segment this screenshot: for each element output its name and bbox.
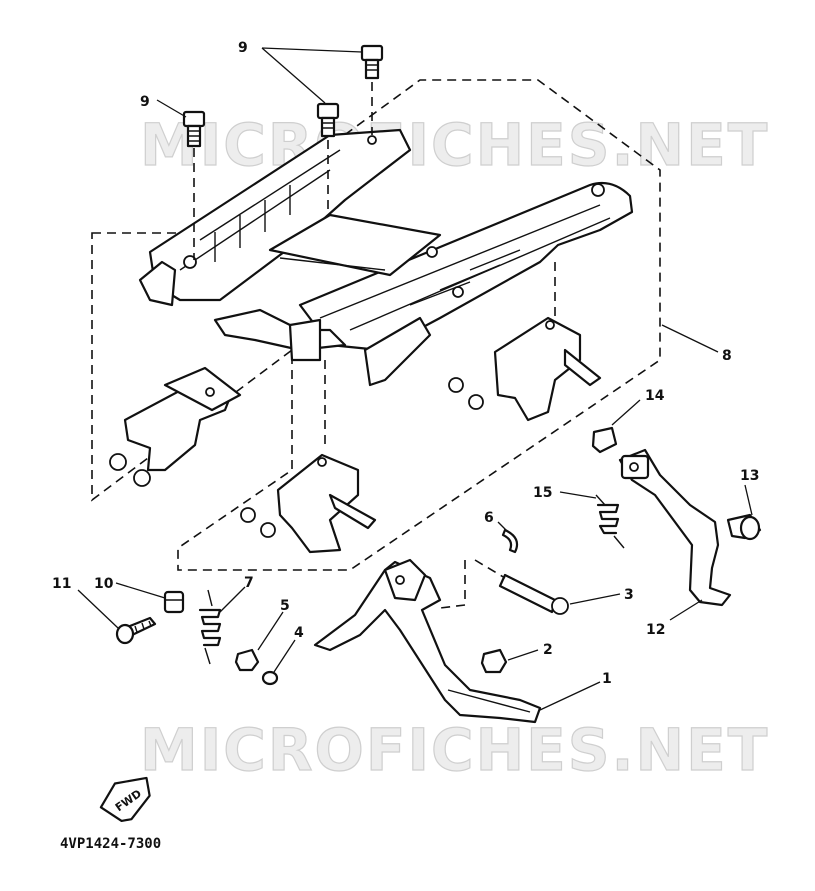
bracket-right [448, 316, 602, 422]
bolt-11 [115, 616, 157, 645]
main-frame [138, 128, 634, 387]
main-stand [313, 558, 542, 724]
spring-7 [198, 589, 222, 665]
bolt-13 [726, 513, 762, 541]
callout-8: 8 [722, 348, 732, 364]
collar-10 [163, 590, 185, 614]
callout-10: 10 [94, 576, 114, 592]
callout-5: 5 [280, 598, 290, 614]
watermark-top: MICROFICHES.NET [140, 111, 769, 179]
spring-15 [595, 494, 625, 549]
callout-15: 15 [533, 485, 552, 501]
bracket-centre [240, 453, 377, 554]
callout-4: 4 [294, 625, 304, 641]
callout-11: 11 [52, 576, 71, 592]
callout-9-top: 9 [238, 40, 248, 56]
part-code: 4VP1424-7300 [60, 836, 161, 852]
callout-7: 7 [244, 575, 254, 591]
watermark-bottom: MICROFICHES.NET [140, 716, 769, 784]
nut-14 [591, 426, 618, 454]
callout-1: 1 [602, 671, 612, 687]
bolt-9-middle [316, 102, 340, 215]
leader-lines [77, 47, 753, 711]
washer-4 [261, 670, 279, 686]
side-stand [618, 448, 732, 607]
bolt-9-left [182, 110, 206, 260]
nut-5 [234, 648, 260, 672]
bolt-9-right [360, 44, 384, 135]
clip-6 [501, 528, 519, 554]
callout-9-left: 9 [140, 94, 150, 110]
callout-14: 14 [645, 388, 665, 404]
callout-3: 3 [624, 587, 634, 603]
fwd-arrow: FWD [99, 776, 151, 823]
assembly-outline [91, 79, 661, 571]
callout-13: 13 [740, 468, 759, 484]
pin-3 [474, 559, 569, 615]
callout-2: 2 [543, 642, 553, 658]
align-line-stand [439, 560, 466, 609]
callout-6: 6 [484, 510, 494, 526]
bracket-left [109, 366, 242, 487]
nut-2 [480, 648, 508, 674]
callout-12: 12 [646, 622, 665, 638]
